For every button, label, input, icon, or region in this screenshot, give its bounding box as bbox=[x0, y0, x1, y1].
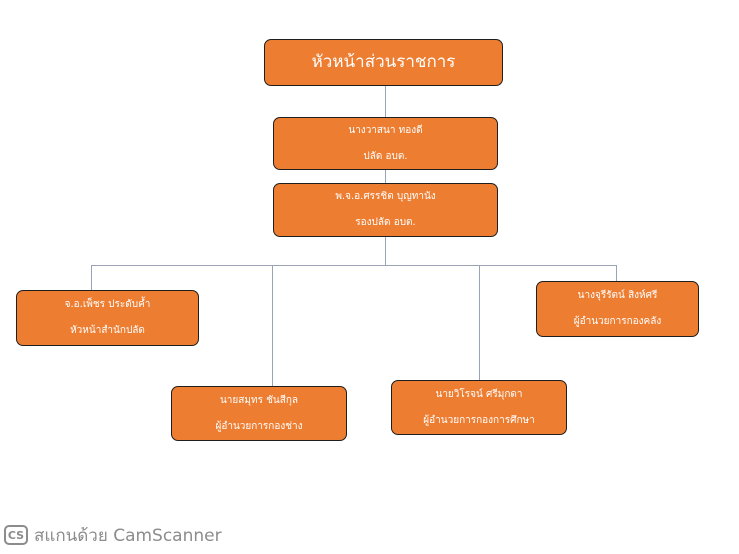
connector-top-to-chief bbox=[385, 86, 386, 117]
connector-dept-1 bbox=[91, 265, 92, 290]
deputy-name: พ.จ.อ.ศรรชิต บุญทานัง bbox=[335, 191, 436, 202]
connector-dept-3 bbox=[479, 265, 480, 380]
connector-chief-to-deputy bbox=[385, 170, 386, 183]
connector-deputy-down bbox=[385, 237, 386, 265]
chief-box: นางวาสนา ทองดี ปลัด อบต. bbox=[273, 117, 498, 170]
deputy-box: พ.จ.อ.ศรรชิต บุญทานัง รองปลัด อบต. bbox=[273, 183, 498, 237]
dept-head-name: นายวิโรจน์ ศรีมุกดา bbox=[435, 388, 523, 400]
dept-box-education: นายวิโรจน์ ศรีมุกดา ผู้อำนวยการกองการศึก… bbox=[391, 380, 567, 435]
camscanner-watermark: CS สแกนด้วย CamScanner bbox=[4, 523, 222, 547]
dept-box-finance: นางจุรีรัตน์ สิงห์ศรี ผู้อำนวยการกองคลัง bbox=[536, 281, 699, 337]
watermark-text: สแกนด้วย CamScanner bbox=[34, 525, 222, 546]
dept-box-engineering: นายสมุทร ชันสีกุล ผู้อำนวยการกองช่าง bbox=[171, 386, 347, 441]
connector-horizontal-bus bbox=[91, 265, 616, 266]
dept-box-office-of-the-permanent-secretary: จ.อ.เพ็ชร ประดับค้ำ หัวหน้าสำนักปลัด bbox=[16, 290, 199, 346]
dept-head-position: ผู้อำนวยการกองคลัง bbox=[573, 316, 662, 327]
connector-dept-4 bbox=[616, 265, 617, 281]
chief-name: นางวาสนา ทองดี bbox=[348, 124, 423, 136]
dept-head-name: นางจุรีรัตน์ สิงห์ศรี bbox=[577, 290, 658, 301]
dept-head-position: หัวหน้าสำนักปลัด bbox=[70, 325, 145, 336]
top-box-head-of-agency: หัวหน้าส่วนราชการ bbox=[264, 39, 503, 86]
dept-head-name: นายสมุทร ชันสีกุล bbox=[219, 394, 299, 406]
top-box-title: หัวหน้าส่วนราชการ bbox=[311, 52, 456, 73]
dept-head-name: จ.อ.เพ็ชร ประดับค้ำ bbox=[64, 299, 151, 310]
deputy-position: รองปลัด อบต. bbox=[355, 217, 416, 228]
connector-dept-2 bbox=[272, 265, 273, 386]
chief-position: ปลัด อบต. bbox=[363, 150, 408, 162]
dept-head-position: ผู้อำนวยการกองการศึกษา bbox=[423, 414, 535, 426]
camscanner-logo: CS bbox=[4, 525, 28, 545]
dept-head-position: ผู้อำนวยการกองช่าง bbox=[215, 420, 303, 432]
